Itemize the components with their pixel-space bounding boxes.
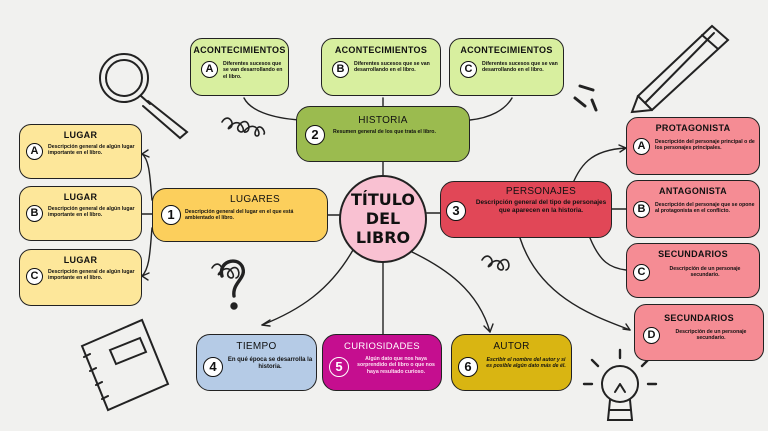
- character-letter: D: [643, 327, 660, 344]
- autor-text: Escribir el nombre del autor y si es pos…: [486, 357, 566, 370]
- autor-title: AUTOR: [493, 341, 530, 352]
- lugares-title: LUGARES: [230, 194, 280, 205]
- character-text: Descripción de un personaje secundario.: [675, 329, 747, 342]
- autor-number: 6: [458, 357, 478, 377]
- character-card-c: SECUNDARIOS C Descripción de un personaj…: [626, 243, 760, 298]
- curiosidades-number: 5: [329, 357, 349, 377]
- character-text: Descripción del personaje principal o de…: [655, 139, 755, 152]
- lugares-text: Descripción general del lugar en el que …: [185, 209, 294, 222]
- question-mark-icon: [219, 259, 245, 310]
- event-card-a: ACONTECIMIENTOS A Diferentes sucesos que…: [190, 38, 289, 96]
- personajes-number: 3: [446, 201, 466, 221]
- event-letter: B: [332, 61, 349, 78]
- lugar-card-b: LUGAR B Descripción general de algún lug…: [19, 186, 142, 241]
- character-title: SECUNDARIOS: [658, 249, 728, 259]
- historia-text: Resumen general de los que trata el libr…: [333, 129, 436, 135]
- center-line-2: DEL: [365, 209, 401, 228]
- character-title: PROTAGONISTA: [655, 123, 731, 133]
- lightbulb-icon: [582, 348, 658, 421]
- event-text: Diferentes sucesos que se van desarrolla…: [482, 61, 558, 74]
- lugar-title: LUGAR: [63, 130, 98, 140]
- autor-node: AUTOR 6 Escribir el nombre del autor y s…: [451, 334, 572, 391]
- lugares-number: 1: [161, 205, 181, 225]
- center-line-3: LIBRO: [355, 228, 411, 247]
- pencil-icon: [630, 24, 730, 114]
- lugar-text: Descripción general de algún lugar impor…: [48, 269, 135, 282]
- lugar-card-a: LUGAR A Descripción general de algún lug…: [19, 124, 142, 179]
- event-title: ACONTECIMIENTOS: [193, 45, 286, 55]
- historia-number: 2: [305, 125, 325, 145]
- tiempo-title: TIEMPO: [236, 341, 277, 352]
- tiempo-text: En qué época se desarrolla la historia.: [227, 357, 313, 371]
- lugar-card-c: LUGAR C Descripción general de algún lug…: [19, 249, 142, 306]
- event-title: ACONTECIMIENTOS: [460, 45, 553, 55]
- tiempo-number: 4: [203, 357, 223, 377]
- center-title: TÍTULO DEL LIBRO: [339, 175, 427, 263]
- character-text: Descripción de un personaje secundario.: [669, 266, 741, 279]
- lugar-text: Descripción general de algún lugar impor…: [48, 206, 135, 219]
- personajes-text: Descripción general del tipo de personaj…: [475, 199, 607, 214]
- lugar-title: LUGAR: [63, 192, 98, 202]
- lugar-letter: A: [26, 143, 43, 160]
- historia-node: HISTORIA 2 Resumen general de los que tr…: [296, 106, 470, 162]
- character-card-d: SECUNDARIOS D Descripción de un personaj…: [634, 304, 764, 361]
- event-text: Diferentes sucesos que se van desarrolla…: [223, 61, 283, 80]
- character-letter: B: [633, 201, 650, 218]
- lugar-text: Descripción general de algún lugar impor…: [48, 144, 135, 157]
- event-title: ACONTECIMIENTOS: [334, 45, 428, 55]
- historia-title: HISTORIA: [358, 115, 408, 126]
- character-text: Descripción del personaje que se opone a…: [655, 202, 755, 215]
- character-card-a: PROTAGONISTA A Descripción del personaje…: [626, 117, 760, 175]
- character-letter: C: [633, 264, 650, 281]
- curiosidades-node: CURIOSIDADES 5 Algún dato que nos haya s…: [322, 334, 442, 391]
- lugares-node: LUGARES 1 Descripción general del lugar …: [152, 188, 328, 242]
- character-title: ANTAGONISTA: [659, 186, 727, 196]
- event-letter: A: [201, 61, 218, 78]
- event-letter: C: [460, 61, 477, 78]
- personajes-title: PERSONAJES: [505, 186, 577, 197]
- event-text: Diferentes sucesos que se van desarrolla…: [354, 61, 430, 74]
- magnifier-icon: [99, 53, 189, 140]
- lugar-letter: B: [26, 205, 43, 222]
- lugar-letter: C: [26, 268, 43, 285]
- character-title: SECUNDARIOS: [664, 313, 734, 323]
- tiempo-node: TIEMPO 4 En qué época se desarrolla la h…: [196, 334, 317, 391]
- personajes-node: PERSONAJES 3 Descripción general del tip…: [440, 181, 612, 238]
- curiosidades-text: Algún dato que nos haya sorprendido del …: [357, 356, 435, 375]
- lugar-title: LUGAR: [63, 255, 98, 265]
- center-line-1: TÍTULO: [351, 190, 415, 209]
- character-card-b: ANTAGONISTA B Descripción del personaje …: [626, 180, 760, 238]
- curiosidades-title: CURIOSIDADES: [344, 341, 420, 352]
- event-card-b: ACONTECIMIENTOS B Diferentes sucesos que…: [321, 38, 441, 96]
- event-card-c: ACONTECIMIENTOS C Diferentes sucesos que…: [449, 38, 564, 96]
- notebook-icon: [80, 318, 170, 412]
- character-letter: A: [633, 138, 650, 155]
